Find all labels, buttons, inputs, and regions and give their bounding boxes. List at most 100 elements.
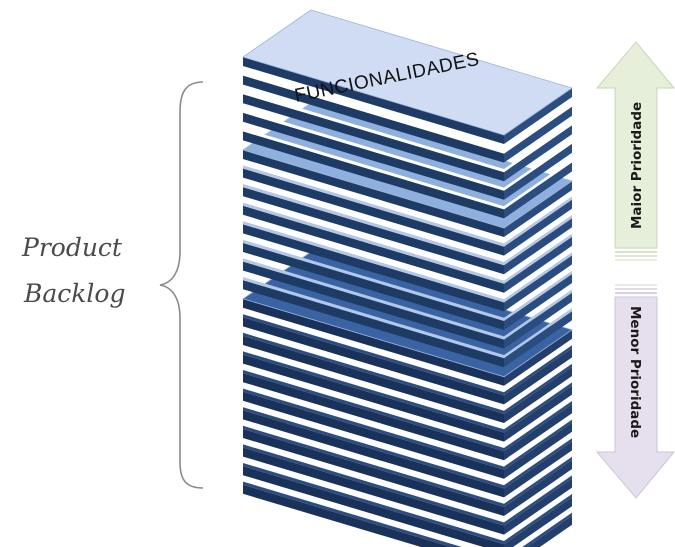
layer-side-face <box>504 311 572 368</box>
layer-side-face <box>504 497 572 547</box>
layer-edge-stripe <box>243 165 504 247</box>
layer-side-face <box>504 274 572 330</box>
layer-front-face <box>243 373 504 461</box>
stack-layer <box>243 221 572 312</box>
layer-front-face <box>243 94 504 182</box>
layer-edge-stripe <box>504 308 572 359</box>
layer-side-face <box>504 292 572 349</box>
layer-front-face <box>243 187 504 275</box>
feature-stack <box>242 9 573 547</box>
layer-edge-stripe <box>504 382 572 433</box>
layer-edge-stripe <box>243 91 504 173</box>
layer-edge-stripe <box>243 277 504 359</box>
curly-brace <box>159 81 204 489</box>
layer-edge-stripe <box>243 258 504 340</box>
layer-front-face <box>243 205 504 293</box>
layer-edge-stripe <box>243 128 504 210</box>
layer-front-face <box>243 354 504 442</box>
layer-side-face <box>504 348 572 405</box>
layer-edge-stripe <box>504 345 572 396</box>
layer-edge-stripe <box>243 407 504 489</box>
stack-layer <box>243 481 572 547</box>
stack-layer <box>243 407 572 498</box>
layer-front-face <box>243 298 504 386</box>
layer-edge-stripe <box>504 438 572 489</box>
layer-edge-stripe <box>243 463 504 545</box>
layer-edge-stripe <box>243 425 504 507</box>
layer-edge-stripe <box>504 270 572 321</box>
layer-side-face <box>504 441 572 498</box>
layer-edge-stripe <box>504 419 572 470</box>
down-arrow-shape <box>595 296 675 499</box>
layer-side-face <box>504 460 572 516</box>
layer-edge-stripe <box>243 221 504 303</box>
layer-side-face <box>504 367 572 423</box>
higher-priority-label: Maior Prioridade <box>629 102 645 229</box>
higher-priority-arrow: Maior Prioridade <box>595 41 675 261</box>
layer-front-face <box>243 466 504 547</box>
layer-side-face <box>504 385 572 442</box>
layer-edge-stripe <box>504 140 572 191</box>
layer-front-face <box>243 410 504 498</box>
layer-edge-stripe <box>504 456 572 507</box>
layer-top-face <box>242 9 573 136</box>
layer-edge-stripe <box>522 512 572 547</box>
layer-front-face <box>243 391 504 479</box>
stack-layer <box>242 9 573 144</box>
layer-edge-stripe <box>243 370 504 452</box>
layer-front-face <box>243 429 504 516</box>
layer-edge-stripe <box>243 239 504 321</box>
stack-layer <box>243 332 572 423</box>
layer-edge-stripe <box>504 289 572 340</box>
layer-edge-stripe <box>504 122 572 173</box>
layer-edge-stripe <box>243 444 504 526</box>
layer-front-face <box>243 447 504 535</box>
stack-layer <box>243 128 572 219</box>
layer-edge-stripe <box>504 494 572 545</box>
stack-layer <box>243 258 572 349</box>
layer-front-face <box>243 150 504 237</box>
layer-front-face <box>243 57 504 144</box>
layer-side-face <box>504 199 572 256</box>
stack-layer <box>243 277 572 368</box>
layer-edge-stripe <box>504 103 572 154</box>
backlog-label-line1: Product <box>21 233 123 262</box>
layer-edge-stripe <box>243 481 462 547</box>
stack-layer <box>243 165 572 256</box>
up-arrow-shape <box>595 41 675 249</box>
lower-priority-arrow: Menor Prioridade <box>595 284 675 499</box>
stack-layer <box>243 72 572 163</box>
backlog-label-line2: Backlog <box>23 279 125 308</box>
layer-edge-stripe <box>504 475 572 526</box>
layer-edge-stripe <box>504 252 572 303</box>
layer-side-face <box>526 515 572 547</box>
layer-side-face <box>504 255 572 312</box>
layer-edge-stripe <box>504 363 572 414</box>
layer-front-face <box>243 261 504 349</box>
layer-edge-stripe <box>504 401 572 452</box>
stack-layer <box>243 109 572 200</box>
layer-edge-stripe <box>243 332 504 414</box>
layer-edge-stripe <box>243 184 504 266</box>
layer-front-face <box>243 484 452 547</box>
stack-layer <box>243 202 572 293</box>
layer-edge-stripe <box>243 109 504 191</box>
stack-layer <box>243 444 572 535</box>
layer-front-face <box>243 131 504 219</box>
layer-side-face <box>504 236 572 293</box>
stack-layer <box>243 425 572 516</box>
stack-layer <box>243 91 572 182</box>
layer-side-face <box>504 218 572 275</box>
layer-edge-stripe <box>243 351 504 433</box>
up-arrow-stripes <box>615 251 657 261</box>
layer-edge-stripe <box>243 72 504 154</box>
stack-layer <box>243 351 572 442</box>
stack-layer <box>243 314 572 405</box>
layer-side-face <box>504 478 572 535</box>
layer-edge-stripe <box>504 196 572 247</box>
down-arrow-stripes <box>615 284 657 294</box>
layer-edge-stripe <box>243 388 504 470</box>
layer-side-face <box>504 329 572 386</box>
layer-front-face <box>243 112 504 200</box>
